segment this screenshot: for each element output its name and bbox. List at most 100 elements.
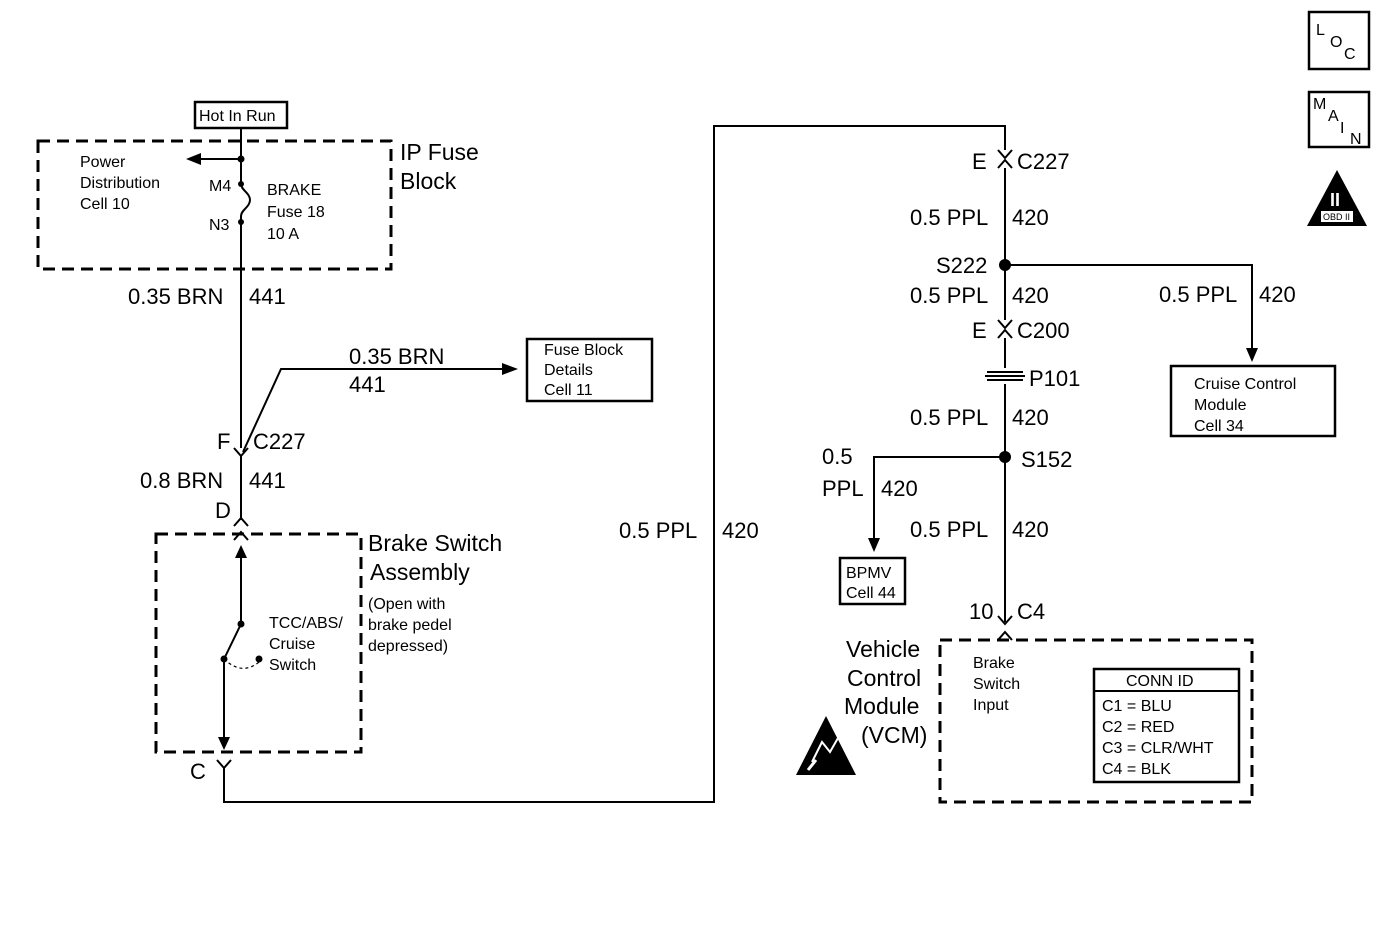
switch-travel-arc [223,658,260,669]
power-distribution-ref[interactable]: Power Distribution Cell 10 [80,154,160,213]
svg-text:brake pedel: brake pedel [368,617,452,634]
splice-s222-label: S222 [936,253,987,278]
circuit-number-label: 420 [1012,517,1049,542]
connector-d-symbol [233,516,249,527]
svg-text:N: N [1350,131,1362,148]
wire-gauge-label: 0.5 [822,444,853,469]
svg-text:Brake: Brake [973,655,1015,672]
wire-420-cruise-branch [1005,264,1253,350]
wire-gauge-label: 0.5 PPL [619,518,697,543]
splice-dot [237,155,245,163]
conn-id-row: C4 = BLK [1102,761,1171,778]
svg-text:C: C [1344,46,1356,63]
conn-id-table: CONN ID C1 = BLU C2 = RED C3 = CLR/WHT C… [1092,667,1241,784]
svg-text:Distribution: Distribution [80,175,160,192]
connector-c227-symbol [233,447,249,458]
bpmv-arrow [868,538,880,552]
svg-text:OBD II: OBD II [1323,212,1350,222]
wire-gauge-label: 0.5 PPL [910,405,988,430]
svg-text:Cruise: Cruise [269,636,315,653]
pin-e-label: E [972,149,987,174]
circuit-number-label: 420 [1012,405,1049,430]
svg-text:BRAKE: BRAKE [267,182,321,199]
svg-text:(Open with: (Open with [368,596,445,613]
connector-c4-symbol [997,615,1013,626]
svg-text:Module: Module [1194,397,1247,414]
circuit-number-label: 441 [349,372,386,397]
wire-gauge-label-2: PPL [822,476,864,501]
vcm-outline [938,638,1254,804]
bpmv-ref[interactable]: BPMV Cell 44 [838,556,907,606]
svg-text:Cruise Control: Cruise Control [1194,376,1296,393]
tcc-abs-cruise-switch-label: TCC/ABS/ Cruise Switch [269,615,343,674]
pin-n3-label: N3 [209,217,230,234]
svg-text:BPMV: BPMV [846,565,892,582]
branch-arrow [502,363,518,375]
vcm-title: Vehicle Control Module (VCM) [844,636,927,748]
svg-text:M: M [1313,96,1326,113]
svg-text:II: II [1330,190,1340,210]
wire-gauge-label: 0.5 PPL [910,205,988,230]
cruise-arrow [1246,348,1258,362]
connector-c4-label: C4 [1017,599,1045,624]
passthrough-p101-label: P101 [1029,366,1080,391]
wire-420-bpmv-branch [873,456,1005,540]
circuit-number-label: 420 [1012,205,1049,230]
main-icon[interactable]: M A I N [1307,90,1371,149]
connector-d-symbol-2 [233,530,249,541]
cruise-control-module-ref[interactable]: Cruise Control Module Cell 34 [1169,364,1337,438]
connector-c200-symbol-2 [997,319,1013,330]
brake-switch-title: Brake Switch [368,530,502,556]
switch-arrow-down [218,737,230,750]
pin-e-label: E [972,318,987,343]
loc-icon[interactable]: L O C [1307,10,1371,71]
passthrough-p101-symbol [985,371,1025,381]
ip-fuse-block-title-2: Block [400,168,457,194]
brake-switch-note: (Open with brake pedel depressed) [368,596,452,655]
brake-switch-assembly-outline [154,532,363,754]
svg-text:Input: Input [973,697,1009,714]
brake-fuse-label: BRAKE Fuse 18 10 A [267,182,325,243]
wire-441-branch [242,368,505,453]
circuit-number-label: 441 [249,284,286,309]
svg-text:Fuse Block: Fuse Block [544,342,624,359]
svg-text:Hot In Run: Hot In Run [199,108,275,125]
svg-text:TCC/ABS/: TCC/ABS/ [269,615,343,632]
conn-id-header: CONN ID [1126,673,1194,690]
svg-text:Module: Module [844,693,919,719]
circuit-number-label: 420 [722,518,759,543]
svg-text:Power: Power [80,154,126,171]
circuit-number-label: 420 [1012,283,1049,308]
power-distribution-arrow [186,153,201,165]
wire-gauge-label: 0.8 BRN [140,468,223,493]
connector-c227-right-symbol-2 [997,149,1013,160]
pin-c-label: C [190,759,206,784]
connector-c227-right-label: C227 [1017,149,1070,174]
conn-id-row: C2 = RED [1102,719,1174,736]
svg-text:I: I [1340,120,1344,137]
wire-gauge-label: 0.5 PPL [910,517,988,542]
splice-s152-label: S152 [1021,447,1072,472]
fuse-18-symbol [240,183,252,217]
wire-gauge-label: 0.5 PPL [910,283,988,308]
pin-f-label: F [217,429,230,454]
esd-sensitive-icon [796,716,856,775]
svg-text:Switch: Switch [973,676,1020,693]
obd-ii-icon[interactable]: II OBD II [1307,170,1367,226]
wire-gauge-label: 0.35 BRN [128,284,223,309]
wire-gauge-label: 0.35 BRN [349,344,444,369]
pin-10-label: 10 [969,599,993,624]
circuit-number-label: 420 [1259,282,1296,307]
svg-text:L: L [1316,22,1325,39]
svg-text:Fuse 18: Fuse 18 [267,204,325,221]
svg-text:Vehicle: Vehicle [846,636,920,662]
connector-c200-label: C200 [1017,318,1070,343]
svg-text:Switch: Switch [269,657,316,674]
hot-in-run-label: Hot In Run [193,100,289,130]
svg-text:depressed): depressed) [368,638,448,655]
switch-arrow-up [235,545,247,558]
connector-c200-symbol [997,328,1013,339]
fuse-block-details-ref[interactable]: Fuse Block Details Cell 11 [525,337,654,403]
ip-fuse-block-title: IP Fuse [400,139,479,165]
